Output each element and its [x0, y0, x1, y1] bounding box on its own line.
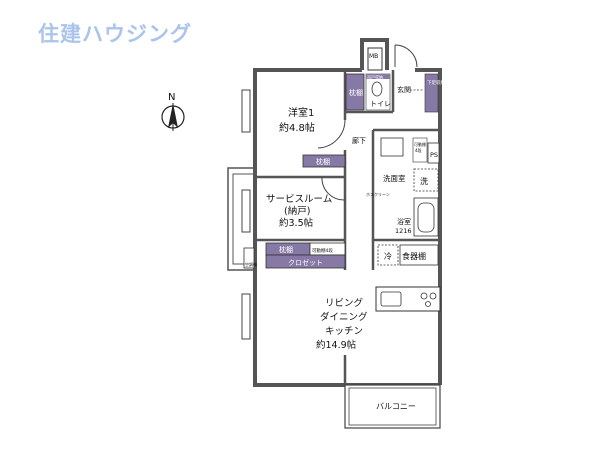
meter-box [367, 47, 383, 71]
bath-size-label: 1216 [395, 227, 412, 235]
movable-shelf-label: 可動棚4段 [312, 247, 333, 254]
ldk-area: 約14.9帖 [316, 339, 357, 351]
fridge-label: 冷 [384, 251, 392, 261]
entrance-label: 玄関 [397, 85, 411, 94]
shelf-top-label: 枕棚 [349, 88, 363, 97]
western-room-name: 洋室1 [288, 106, 314, 119]
left-windows [241, 89, 251, 340]
shelf-closet-label: 枕棚 [279, 245, 293, 254]
service-room-sub: (納戸) [284, 205, 310, 217]
bay-window [227, 167, 255, 271]
company-logo: 住建ハウジング [38, 22, 192, 46]
shelf-mid [302, 154, 346, 168]
mb-label: MB [369, 53, 378, 60]
shelf-mid-label: 枕棚 [316, 157, 330, 166]
corridor-label: 廊下 [352, 136, 366, 145]
fridge [377, 244, 399, 266]
ldk-label-living: リビング [325, 297, 364, 309]
ps-label: PS [430, 151, 438, 159]
balcony-label: バルコニー [376, 402, 416, 411]
shoe-storage [424, 73, 439, 113]
compass-icon [161, 103, 185, 131]
ldk-label-kitchen: キッチン [325, 326, 363, 337]
wash-shelf-label-2: 4段 [415, 147, 422, 153]
shelf-top [345, 73, 365, 111]
doors [317, 44, 418, 201]
service-room-name: サービスルーム [266, 194, 332, 205]
shower-label: ホスクリーン [366, 191, 390, 197]
dish-cabinet [399, 244, 439, 266]
toilet-icon [371, 81, 383, 97]
closet-label: クロゼット [288, 258, 323, 267]
sink-icon [380, 137, 404, 157]
dish-cabinet-label: 食器棚 [402, 251, 426, 261]
shoe-storage-label: 下足収納 [427, 79, 445, 86]
wash-shelf-label: 可動棚 [414, 141, 426, 147]
closet [265, 254, 346, 269]
interior-walls [255, 70, 440, 385]
washing-machine [413, 168, 439, 192]
compass-label: N [168, 92, 175, 103]
bath-label: 浴室 [397, 217, 411, 226]
kitchen-counter [375, 286, 441, 312]
toilet-label: トイレ [370, 100, 391, 108]
western-room-area: 約4.8帖 [279, 121, 315, 134]
balcony [344, 384, 441, 429]
upper-storage-label: 吊戸収納 [367, 74, 383, 80]
washroom-label: 洗面室 [383, 173, 406, 183]
service-room-area: 約3.5帖 [279, 217, 314, 229]
aircon-label: 空調機 [245, 261, 257, 267]
ldk-label-dining: ダイニング [320, 311, 368, 323]
laundry-label: 洗 [420, 176, 428, 186]
